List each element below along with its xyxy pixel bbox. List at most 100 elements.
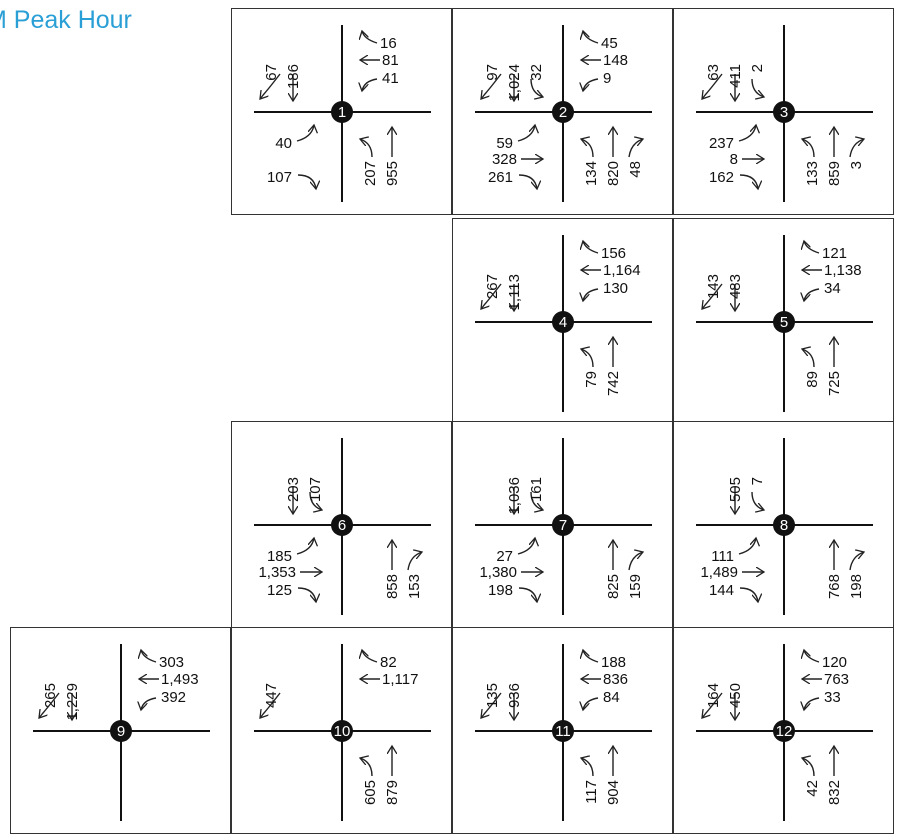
wb-left-arrow	[804, 697, 820, 710]
wb-left-volume: 130	[603, 280, 628, 297]
intersection-number-badge	[773, 720, 795, 742]
eb-right-volume: 144	[709, 582, 734, 599]
intersection-number-badge	[773, 311, 795, 333]
intersection-number: 3	[780, 104, 788, 121]
eb-right-volume: 125	[267, 582, 292, 599]
sb-thru-volume: 1,024	[506, 64, 523, 102]
sb-thru-volume: 1,036	[506, 477, 523, 515]
nb-thru-volume: 725	[826, 371, 843, 396]
eb-thru-volume: 1,380	[479, 564, 517, 581]
wb-thru-volume: 1,138	[824, 262, 862, 279]
nb-thru-volume: 832	[826, 780, 843, 805]
page-title: M Peak Hour	[0, 6, 132, 34]
nb-left-volume: 134	[583, 161, 600, 186]
nb-left-volume: 79	[583, 371, 600, 388]
sb-right-volume: 67	[263, 64, 280, 81]
sb-thru-volume: 505	[727, 477, 744, 502]
wb-left-volume: 392	[161, 689, 186, 706]
eb-right-volume: 261	[488, 169, 513, 186]
wb-left-arrow	[583, 288, 599, 301]
eb-thru-volume: 8	[730, 151, 738, 168]
eb-left-volume: 59	[496, 135, 513, 152]
eb-right-arrow	[739, 587, 758, 602]
sb-thru-volume: 1,229	[64, 683, 81, 721]
intersection-number-badge	[331, 720, 353, 742]
nb-thru-volume: 858	[384, 574, 401, 599]
wb-thru-volume: 1,117	[382, 671, 418, 688]
sb-right-volume: 447	[263, 683, 280, 708]
sb-left-volume: 2	[749, 64, 766, 72]
eb-left-volume: 27	[496, 548, 513, 565]
nb-left-volume: 133	[804, 161, 821, 186]
nb-left-arrow	[581, 139, 594, 158]
intersection-number: 6	[338, 517, 346, 534]
sb-right-volume: 63	[705, 64, 722, 81]
wb-left-arrow	[804, 288, 820, 301]
sb-left-volume: 161	[528, 477, 545, 502]
wb-left-volume: 84	[603, 689, 620, 706]
nb-right-volume: 159	[627, 574, 644, 599]
eb-left-arrow	[738, 538, 756, 555]
intersection-number-badge	[110, 720, 132, 742]
wb-right-volume: 16	[380, 35, 397, 52]
sb-right-arrow	[481, 73, 502, 99]
wb-left-volume: 9	[603, 70, 611, 87]
nb-left-volume: 207	[362, 161, 379, 186]
sb-right-volume: 135	[484, 683, 501, 708]
sb-left-volume: 107	[307, 477, 324, 502]
sb-thru-volume: 936	[506, 683, 523, 708]
eb-right-volume: 107	[267, 169, 292, 186]
wb-right-volume: 121	[822, 245, 847, 262]
wb-right-arrow	[583, 241, 599, 254]
nb-right-arrow	[849, 552, 864, 571]
intersection-number: 8	[780, 517, 788, 534]
sb-left-arrow	[751, 491, 764, 510]
eb-left-arrow	[296, 125, 314, 142]
wb-thru-volume: 148	[603, 52, 628, 69]
nb-left-arrow	[360, 758, 373, 777]
wb-left-arrow	[583, 78, 599, 91]
intersection-number-badge	[552, 720, 574, 742]
nb-right-arrow	[849, 139, 864, 158]
wb-right-arrow	[583, 650, 599, 663]
eb-right-arrow	[297, 587, 316, 602]
intersection-number-badge	[552, 101, 574, 123]
wb-left-arrow	[583, 697, 599, 710]
wb-right-arrow	[804, 241, 820, 254]
wb-right-volume: 156	[601, 245, 626, 262]
eb-left-arrow	[517, 538, 535, 555]
nb-thru-volume: 768	[826, 574, 843, 599]
wb-right-volume: 303	[159, 654, 184, 671]
wb-right-volume: 188	[601, 654, 626, 671]
wb-right-arrow	[362, 31, 378, 44]
eb-thru-volume: 1,489	[700, 564, 738, 581]
sb-right-arrow	[260, 73, 281, 99]
nb-thru-volume: 820	[605, 161, 622, 186]
sb-left-arrow	[530, 491, 543, 510]
wb-thru-volume: 836	[603, 671, 628, 688]
wb-left-volume: 34	[824, 280, 841, 297]
nb-left-volume: 605	[362, 780, 379, 805]
eb-left-arrow	[517, 125, 535, 142]
sb-right-arrow	[702, 283, 723, 309]
eb-right-arrow	[518, 587, 537, 602]
eb-right-arrow	[739, 174, 758, 189]
intersection-number: 12	[776, 723, 793, 740]
eb-left-volume: 111	[711, 548, 734, 565]
